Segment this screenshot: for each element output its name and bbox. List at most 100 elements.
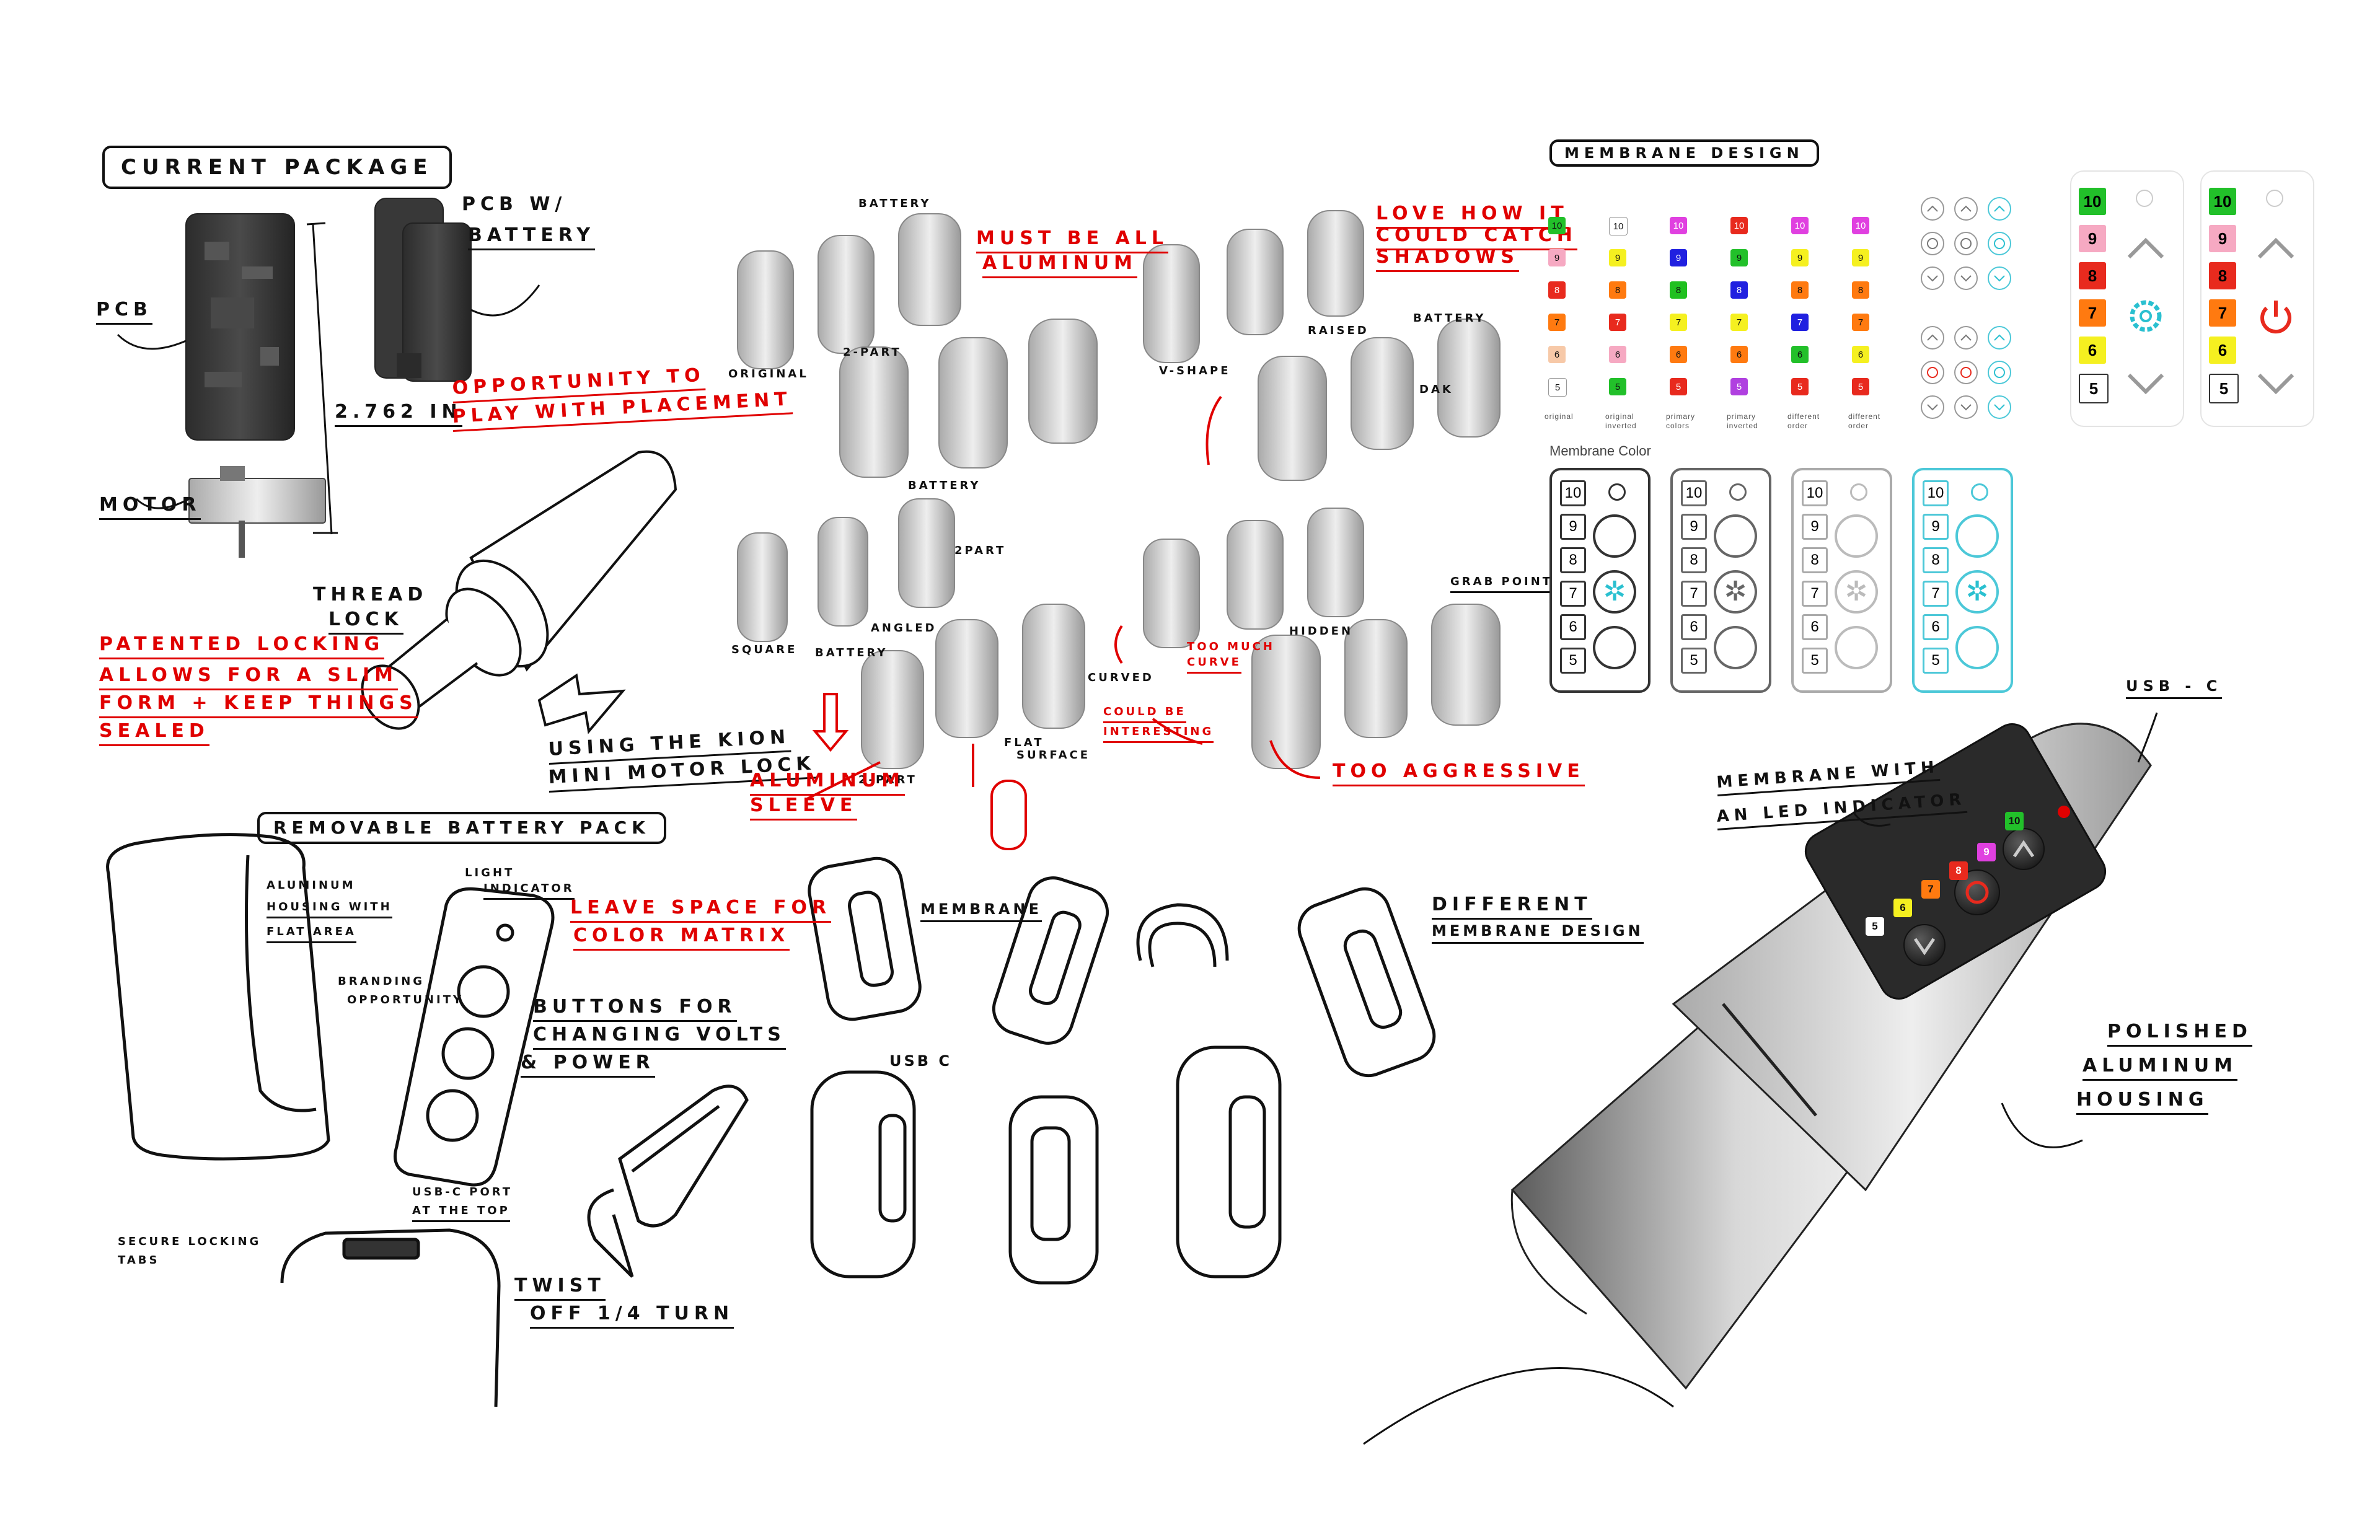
palette-cell: 9 — [1609, 249, 1626, 266]
indicator-dot — [1608, 483, 1626, 501]
label-battery-4: Battery — [815, 646, 888, 659]
palette-caption: inverted — [1727, 421, 1758, 430]
label-could-be-1: Could be — [1103, 706, 1186, 723]
label-2part-1: 2-Part — [843, 346, 902, 359]
label-aluminum-housing-1: Aluminum — [267, 879, 356, 892]
down-button — [1714, 626, 1757, 669]
palette-cell: 7 — [1609, 314, 1626, 331]
label-light-2: Indicator — [483, 883, 575, 900]
label-love-1: Love how it — [1376, 205, 1569, 229]
motor — [188, 466, 326, 558]
label-usbc-port-1: USB-C port — [412, 1186, 513, 1199]
label-surface: Surface — [1016, 749, 1091, 762]
gear-button: ✲ — [1593, 570, 1636, 614]
card-number: 6 — [2209, 337, 2236, 364]
palette-cell: 6 — [1670, 346, 1687, 363]
label-2part-2: 2Part — [954, 544, 1007, 557]
label-battery-3: Battery — [908, 479, 981, 492]
palette-caption: different — [1848, 412, 1881, 421]
label-usb-c: USB - C — [2126, 679, 2223, 699]
device-pill: 6 — [1893, 899, 1912, 917]
palette-caption: original — [1605, 412, 1634, 421]
palette-cell: 8 — [1791, 281, 1809, 299]
palette-caption: primary — [1727, 412, 1756, 421]
gear-button: ✲ — [1835, 570, 1878, 614]
label-dimension: 2.762 in — [335, 403, 462, 427]
palette-cell: 10 — [1670, 217, 1687, 234]
gear-icon: ✲ — [1965, 576, 1989, 607]
label-twist-1: Twist — [514, 1277, 606, 1301]
panel-number: 6 — [1923, 614, 1949, 640]
label-pcb-battery-1: PCB w/ — [462, 193, 567, 215]
label-pcb: PCB — [96, 301, 152, 325]
label-must-1: Must be all — [976, 229, 1168, 253]
label-buttons-2: changing volts — [533, 1026, 786, 1050]
label-square: Square — [731, 643, 798, 656]
label-secure-1: Secure locking — [118, 1235, 262, 1248]
palette-caption: primary — [1666, 412, 1696, 421]
palette-cell: 9 — [1852, 249, 1869, 266]
panel-number: 8 — [1560, 547, 1586, 573]
panel-number: 8 — [1681, 547, 1707, 573]
palette-cell: 9 — [1791, 249, 1809, 266]
label-battery-2: Battery — [1413, 312, 1486, 325]
gear-icon — [2127, 190, 2164, 395]
panel-number: 7 — [1681, 581, 1707, 607]
label-angled: Angled — [871, 622, 937, 635]
label-lock: lock — [328, 610, 403, 635]
pcb-with-battery — [374, 198, 472, 382]
palette-caption: original — [1545, 412, 1574, 421]
label-hidden: Hidden — [1289, 625, 1354, 638]
label-buttons-3: & power — [521, 1054, 655, 1078]
label-love-2: could catch — [1376, 226, 1577, 250]
gear-button: ✲ — [1955, 570, 1999, 614]
panel-number: 5 — [1560, 648, 1586, 674]
render-variants-top — [737, 210, 1501, 769]
palette-cell: 6 — [1609, 346, 1626, 363]
panel-number: 7 — [1923, 581, 1949, 607]
up-button — [1835, 514, 1878, 558]
card-number: 7 — [2209, 299, 2236, 327]
palette-cell: 9 — [1730, 249, 1748, 266]
device-pill: 8 — [1949, 861, 1968, 880]
thread-lock-sketch — [361, 450, 677, 734]
removable-battery-title: Removable Battery Pack — [257, 812, 666, 844]
label-motor: Motor — [99, 496, 201, 520]
down-button — [1955, 626, 1999, 669]
panel-number: 6 — [1681, 614, 1707, 640]
indicator-dot — [1729, 483, 1747, 501]
palette-cell: 8 — [1670, 281, 1687, 299]
card-number: 8 — [2079, 262, 2106, 289]
card-number: 8 — [2209, 262, 2236, 289]
label-aluminum-sleeve-2: Sleeve — [750, 796, 858, 821]
palette-cell: 10 — [1609, 217, 1628, 235]
panel-number: 10 — [1560, 480, 1586, 506]
palette-cell: 9 — [1548, 249, 1566, 266]
label-pcb-battery-2: Battery — [468, 226, 596, 250]
label-2part-3: 2-Part — [858, 773, 917, 786]
palette-cell: 6 — [1852, 346, 1869, 363]
palette-cell: 5 — [1609, 378, 1626, 395]
label-thread: Thread — [313, 584, 428, 605]
palette-cell: 10 — [1730, 217, 1748, 234]
label-aluminum-housing-2: housing with — [267, 902, 392, 918]
label-raised: Raised — [1308, 324, 1369, 337]
panel-number: 8 — [1923, 547, 1949, 573]
label-usbc-port-2: at the top — [412, 1205, 510, 1222]
label-buttons-1: Buttons for — [533, 998, 737, 1022]
pcb-board — [185, 213, 295, 441]
palette-cell: 10 — [1548, 217, 1566, 234]
card-number: 5 — [2079, 374, 2109, 403]
label-leave-space-1: Leave space for — [570, 899, 832, 923]
label-aluminum-housing-3: flat area — [267, 926, 356, 943]
label-membrane: Membrane — [920, 902, 1042, 922]
membrane-design-title: Membrane Design — [1549, 139, 1819, 167]
label-leave-space-2: color matrix — [573, 926, 790, 951]
down-button — [1593, 626, 1636, 669]
palette-cell: 6 — [1548, 346, 1566, 363]
label-too-much-1: Too much — [1187, 640, 1275, 653]
indicator-dot — [1971, 483, 1988, 501]
palette-caption: order — [1787, 421, 1809, 430]
gear-icon: ✲ — [1603, 576, 1626, 607]
